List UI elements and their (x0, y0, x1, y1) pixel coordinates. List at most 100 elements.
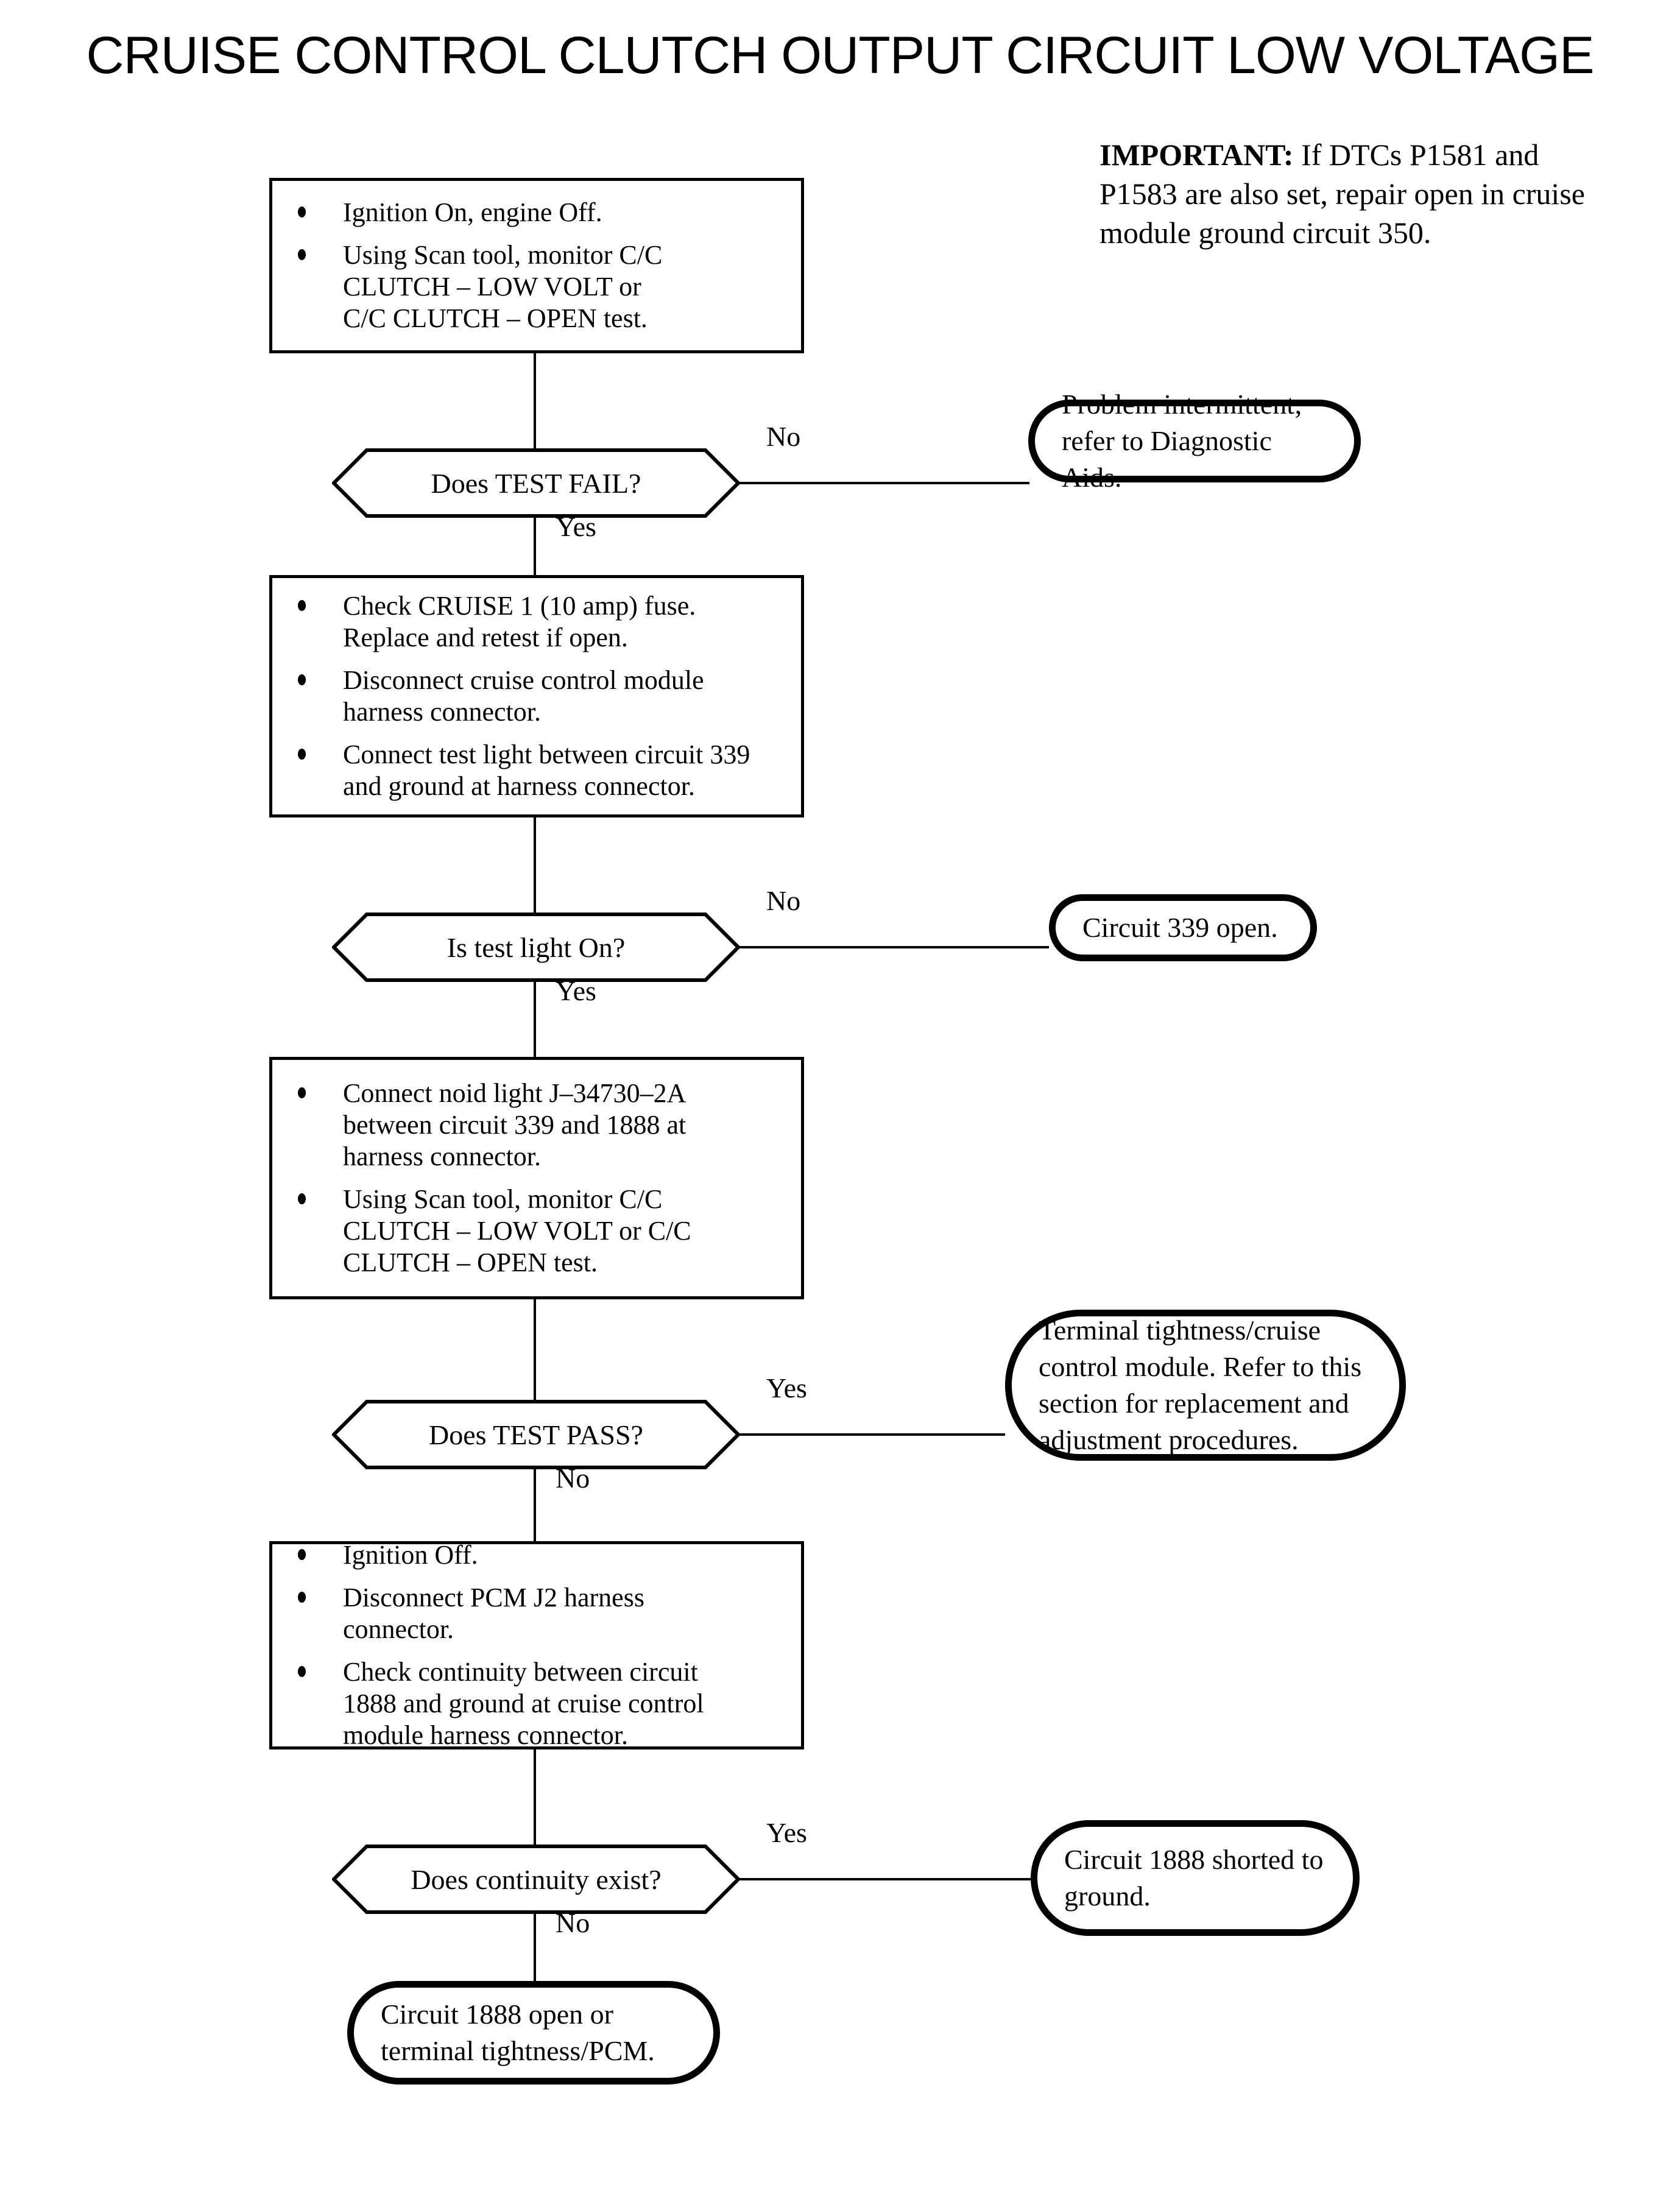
branch-label-no-2: No (766, 885, 801, 916)
step2-bullet-3-line2: and ground at harness connector. (343, 771, 695, 801)
list-item: Check continuity between circuit 1888 an… (272, 1656, 801, 1751)
step4-bullet-2-line1: Disconnect PCM J2 harness (343, 1583, 644, 1613)
branch-label-yes-3: Yes (766, 1372, 807, 1403)
step4-bullet-1: Ignition Off. (343, 1540, 478, 1570)
connector-decision4-yes (738, 1878, 1032, 1880)
connector-step3-to-decision3 (534, 1299, 536, 1400)
terminator1-text: Problem intermittent; refer to Diagnosti… (1035, 386, 1354, 495)
hexagon-shape (332, 1400, 740, 1469)
step2-bullet-list: Check CRUISE 1 (10 amp) fuse. Replace an… (272, 590, 801, 802)
terminator-problem-intermittent: Problem intermittent; refer to Diagnosti… (1028, 389, 1361, 493)
step4-bullet-2-line2: connector. (343, 1614, 454, 1645)
step4-bullet-3-line3: module harness connector. (343, 1720, 628, 1750)
important-note-text: If DTCs P1581 and P1583 are also set, re… (1099, 138, 1585, 250)
list-item: Using Scan tool, monitor C/C CLUTCH – LO… (272, 1184, 801, 1279)
branch-label-no-1: No (766, 421, 801, 452)
terminator3-line1: Terminal tightness/cruise (1039, 1315, 1321, 1346)
connector-step4-to-decision4 (534, 1749, 536, 1845)
decision-does-continuity-exist: Does continuity exist? (332, 1845, 740, 1914)
page-title: CRUISE CONTROL CLUTCH OUTPUT CIRCUIT LOW… (86, 26, 1595, 85)
terminator1-line1: Problem intermittent; (1062, 389, 1302, 420)
list-item: Ignition Off. (272, 1539, 801, 1571)
terminator5-line1: Circuit 1888 open or (381, 1999, 613, 2030)
step3-bullet-1-line2: between circuit 339 and 1888 at (343, 1110, 686, 1140)
terminator3-text: Terminal tightness/cruise control module… (1012, 1312, 1399, 1458)
list-item: Check CRUISE 1 (10 amp) fuse. Replace an… (272, 590, 801, 654)
list-item: Connect noid light J–34730–2A between ci… (272, 1078, 801, 1173)
step3-bullet-2-line3: CLUTCH – OPEN test. (343, 1247, 598, 1277)
bullet-icon (298, 1666, 306, 1677)
connector-decision1-no (738, 482, 1029, 484)
bullet-icon (298, 1592, 306, 1603)
bullet-icon (298, 1087, 306, 1099)
terminator4-text: Circuit 1888 shorted to ground. (1037, 1841, 1353, 1915)
decision2-label: Is test light On? (446, 931, 626, 963)
connector-step1-to-decision1 (534, 353, 536, 448)
step3-bullet-1-line3: harness connector. (343, 1142, 541, 1172)
terminator-circuit-339-open: Circuit 339 open. (1049, 894, 1317, 961)
list-item: Ignition On, engine Off. (272, 197, 801, 228)
step4-bullet-3-line2: 1888 and ground at cruise control (343, 1688, 704, 1718)
important-note-label: IMPORTANT: (1099, 138, 1294, 172)
step4-bullet-3-line1: Check continuity between circuit (343, 1657, 698, 1687)
list-item: Disconnect PCM J2 harness connector. (272, 1582, 801, 1645)
decision-does-test-fail: Does TEST FAIL? (332, 448, 740, 518)
step3-bullet-2-line2: CLUTCH – LOW VOLT or C/C (343, 1215, 691, 1246)
terminator2-text: Circuit 339 open. (1056, 909, 1310, 946)
terminator4-line1: Circuit 1888 shorted to (1064, 1844, 1324, 1876)
terminator3-line4: adjustment procedures. (1039, 1424, 1299, 1455)
step3-bullet-list: Connect noid light J–34730–2A between ci… (272, 1078, 801, 1278)
process-box-step4: Ignition Off. Disconnect PCM J2 harness … (269, 1539, 804, 1751)
connector-decision3-no (534, 1469, 536, 1541)
hexagon-shape (332, 448, 740, 518)
bullet-icon (298, 748, 306, 760)
step4-bullet-list: Ignition Off. Disconnect PCM J2 harness … (272, 1539, 801, 1751)
decision-does-test-pass: Does TEST PASS? (332, 1400, 740, 1469)
step2-bullet-3-line1: Connect test light between circuit 339 (343, 739, 750, 769)
branch-label-yes-4: Yes (766, 1817, 807, 1848)
bullet-icon (298, 249, 306, 261)
step2-bullet-1-line2: Replace and retest if open. (343, 623, 628, 653)
terminator3-line2: control module. Refer to this (1039, 1351, 1362, 1383)
bullet-icon (298, 600, 306, 612)
step3-bullet-1-line1: Connect noid light J–34730–2A (343, 1078, 686, 1109)
terminator-terminal-tightness: Terminal tightness/cruise control module… (1005, 1310, 1406, 1461)
hexagon-shape (332, 1845, 740, 1914)
branch-label-yes-2: Yes (556, 975, 596, 1006)
step2-bullet-1-line1: Check CRUISE 1 (10 amp) fuse. (343, 591, 696, 621)
branch-label-yes-1: Yes (556, 511, 596, 542)
decision1-label: Does TEST FAIL? (431, 467, 641, 499)
terminator-circuit-1888-shorted: Circuit 1888 shorted to ground. (1031, 1820, 1360, 1936)
decision3-label: Does TEST PASS? (429, 1419, 643, 1450)
bullet-icon (298, 1549, 306, 1561)
connector-decision3-yes (738, 1433, 1005, 1436)
process-box-step3: Connect noid light J–34730–2A between ci… (269, 1057, 804, 1299)
important-note: IMPORTANT: If DTCs P1581 and P1583 are a… (1099, 135, 1623, 252)
terminator4-line2: ground. (1064, 1880, 1151, 1912)
bullet-icon (298, 207, 306, 218)
step1-bullet-1: Ignition On, engine Off. (343, 197, 602, 228)
terminator1-line2: refer to Diagnostic Aids. (1062, 425, 1272, 493)
list-item: Connect test light between circuit 339 a… (272, 739, 801, 802)
step1-bullet-2-line1: Using Scan tool, monitor C/C (343, 240, 663, 270)
bullet-icon (298, 674, 306, 686)
decision4-label: Does continuity exist? (411, 1863, 662, 1895)
terminator5-text: Circuit 1888 open or terminal tightness/… (354, 1996, 713, 2069)
list-item: Using Scan tool, monitor C/C CLUTCH – LO… (272, 239, 801, 334)
connector-decision2-no (738, 946, 1049, 948)
connector-decision2-yes (534, 982, 536, 1057)
process-box-step1: Ignition On, engine Off. Using Scan tool… (269, 178, 804, 353)
step2-bullet-2-line2: harness connector. (343, 697, 541, 727)
connector-decision4-no (534, 1914, 536, 1981)
branch-label-no-4: No (556, 1907, 590, 1938)
connector-step2-to-decision2 (534, 817, 536, 913)
process-box-step2: Check CRUISE 1 (10 amp) fuse. Replace an… (269, 575, 804, 817)
bullet-icon (298, 1193, 306, 1204)
hexagon-shape (332, 913, 740, 982)
terminator3-line3: section for replacement and (1039, 1388, 1349, 1419)
step2-bullet-2-line1: Disconnect cruise control module (343, 665, 704, 696)
step1-bullet-2-line2: CLUTCH – LOW VOLT or (343, 272, 641, 302)
terminator-circuit-1888-open: Circuit 1888 open or terminal tightness/… (347, 1981, 720, 2085)
terminator5-line2: terminal tightness/PCM. (381, 2035, 655, 2066)
